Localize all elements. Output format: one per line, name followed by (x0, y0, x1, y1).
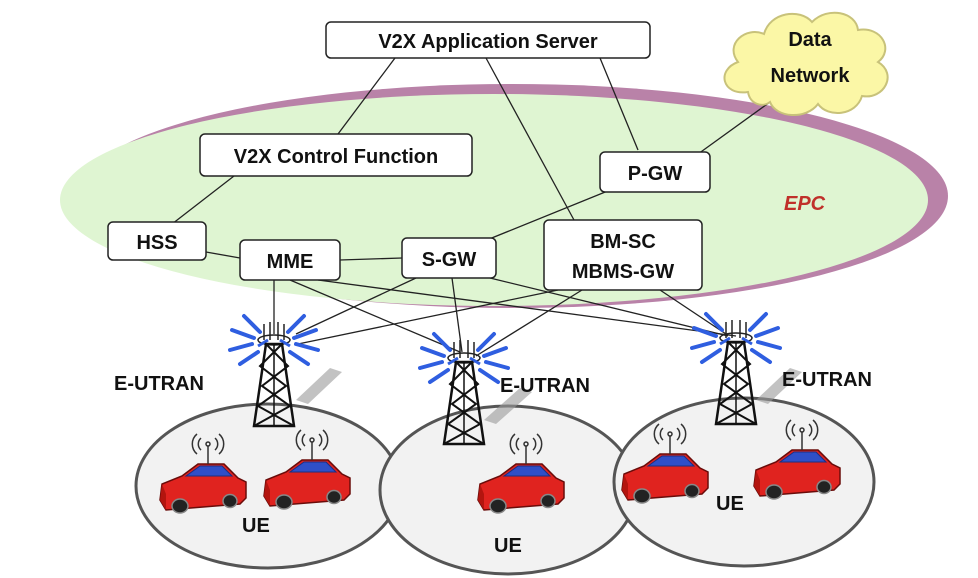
sgw-label: S-GW (422, 249, 477, 271)
link-pgw-datanetwork (697, 101, 771, 155)
control-function-label: V2X Control Function (234, 146, 438, 168)
link-sgw-enb-left (295, 277, 417, 335)
link-controlfn-hss (171, 175, 235, 225)
eutran-right-label: E-UTRAN (782, 369, 872, 391)
hss-node: HSS (107, 221, 207, 261)
link-mme-enb-right (317, 279, 737, 337)
mme-label: MME (267, 251, 314, 273)
link-server-controlfn (337, 57, 396, 135)
link-server-bmsc (485, 57, 575, 221)
data-network-label-line2: Network (771, 65, 851, 87)
ue-middle-label: UE (494, 535, 522, 557)
bmsc-node: BM-SC MBMS-GW (543, 219, 703, 291)
enb-right (690, 312, 802, 426)
data-network-label-line1: Data (788, 29, 832, 51)
sgw-node: S-GW (401, 237, 497, 279)
eutran-left-label: E-UTRAN (114, 373, 204, 395)
connections (171, 57, 771, 357)
link-bmsc-enb-left (297, 289, 559, 345)
enb-left (228, 314, 342, 428)
pgw-node: P-GW (599, 151, 711, 193)
link-mme-sgw (339, 257, 403, 261)
mme-node: MME (239, 239, 341, 281)
ue-right-label: UE (716, 493, 744, 515)
epc-label: EPC (784, 193, 826, 215)
control-function-node: V2X Control Function (199, 133, 473, 177)
bmsc-label-line1: BM-SC (590, 231, 656, 253)
eutran-middle-label: E-UTRAN (500, 375, 590, 397)
hss-label: HSS (136, 232, 177, 254)
link-bmsc-enb-middle (475, 289, 583, 357)
ue-left-label: UE (242, 515, 270, 537)
link-bmsc-enb-right (659, 289, 727, 335)
enb-middle (418, 332, 532, 446)
link-sgw-enb-right (489, 277, 729, 337)
app-server-node: V2X Application Server (325, 21, 651, 59)
link-sgw-enb-middle (451, 277, 463, 353)
link-pgw-sgw (471, 185, 621, 247)
cloud-icon (723, 11, 889, 117)
link-server-pgw (599, 57, 639, 151)
link-mme-enb-middle (289, 279, 461, 353)
app-server-label: V2X Application Server (378, 31, 598, 53)
pgw-label: P-GW (628, 163, 683, 185)
data-network-cloud: Data Network (723, 11, 889, 117)
bmsc-label-line2: MBMS-GW (572, 261, 674, 283)
link-hss-mme (205, 251, 241, 259)
